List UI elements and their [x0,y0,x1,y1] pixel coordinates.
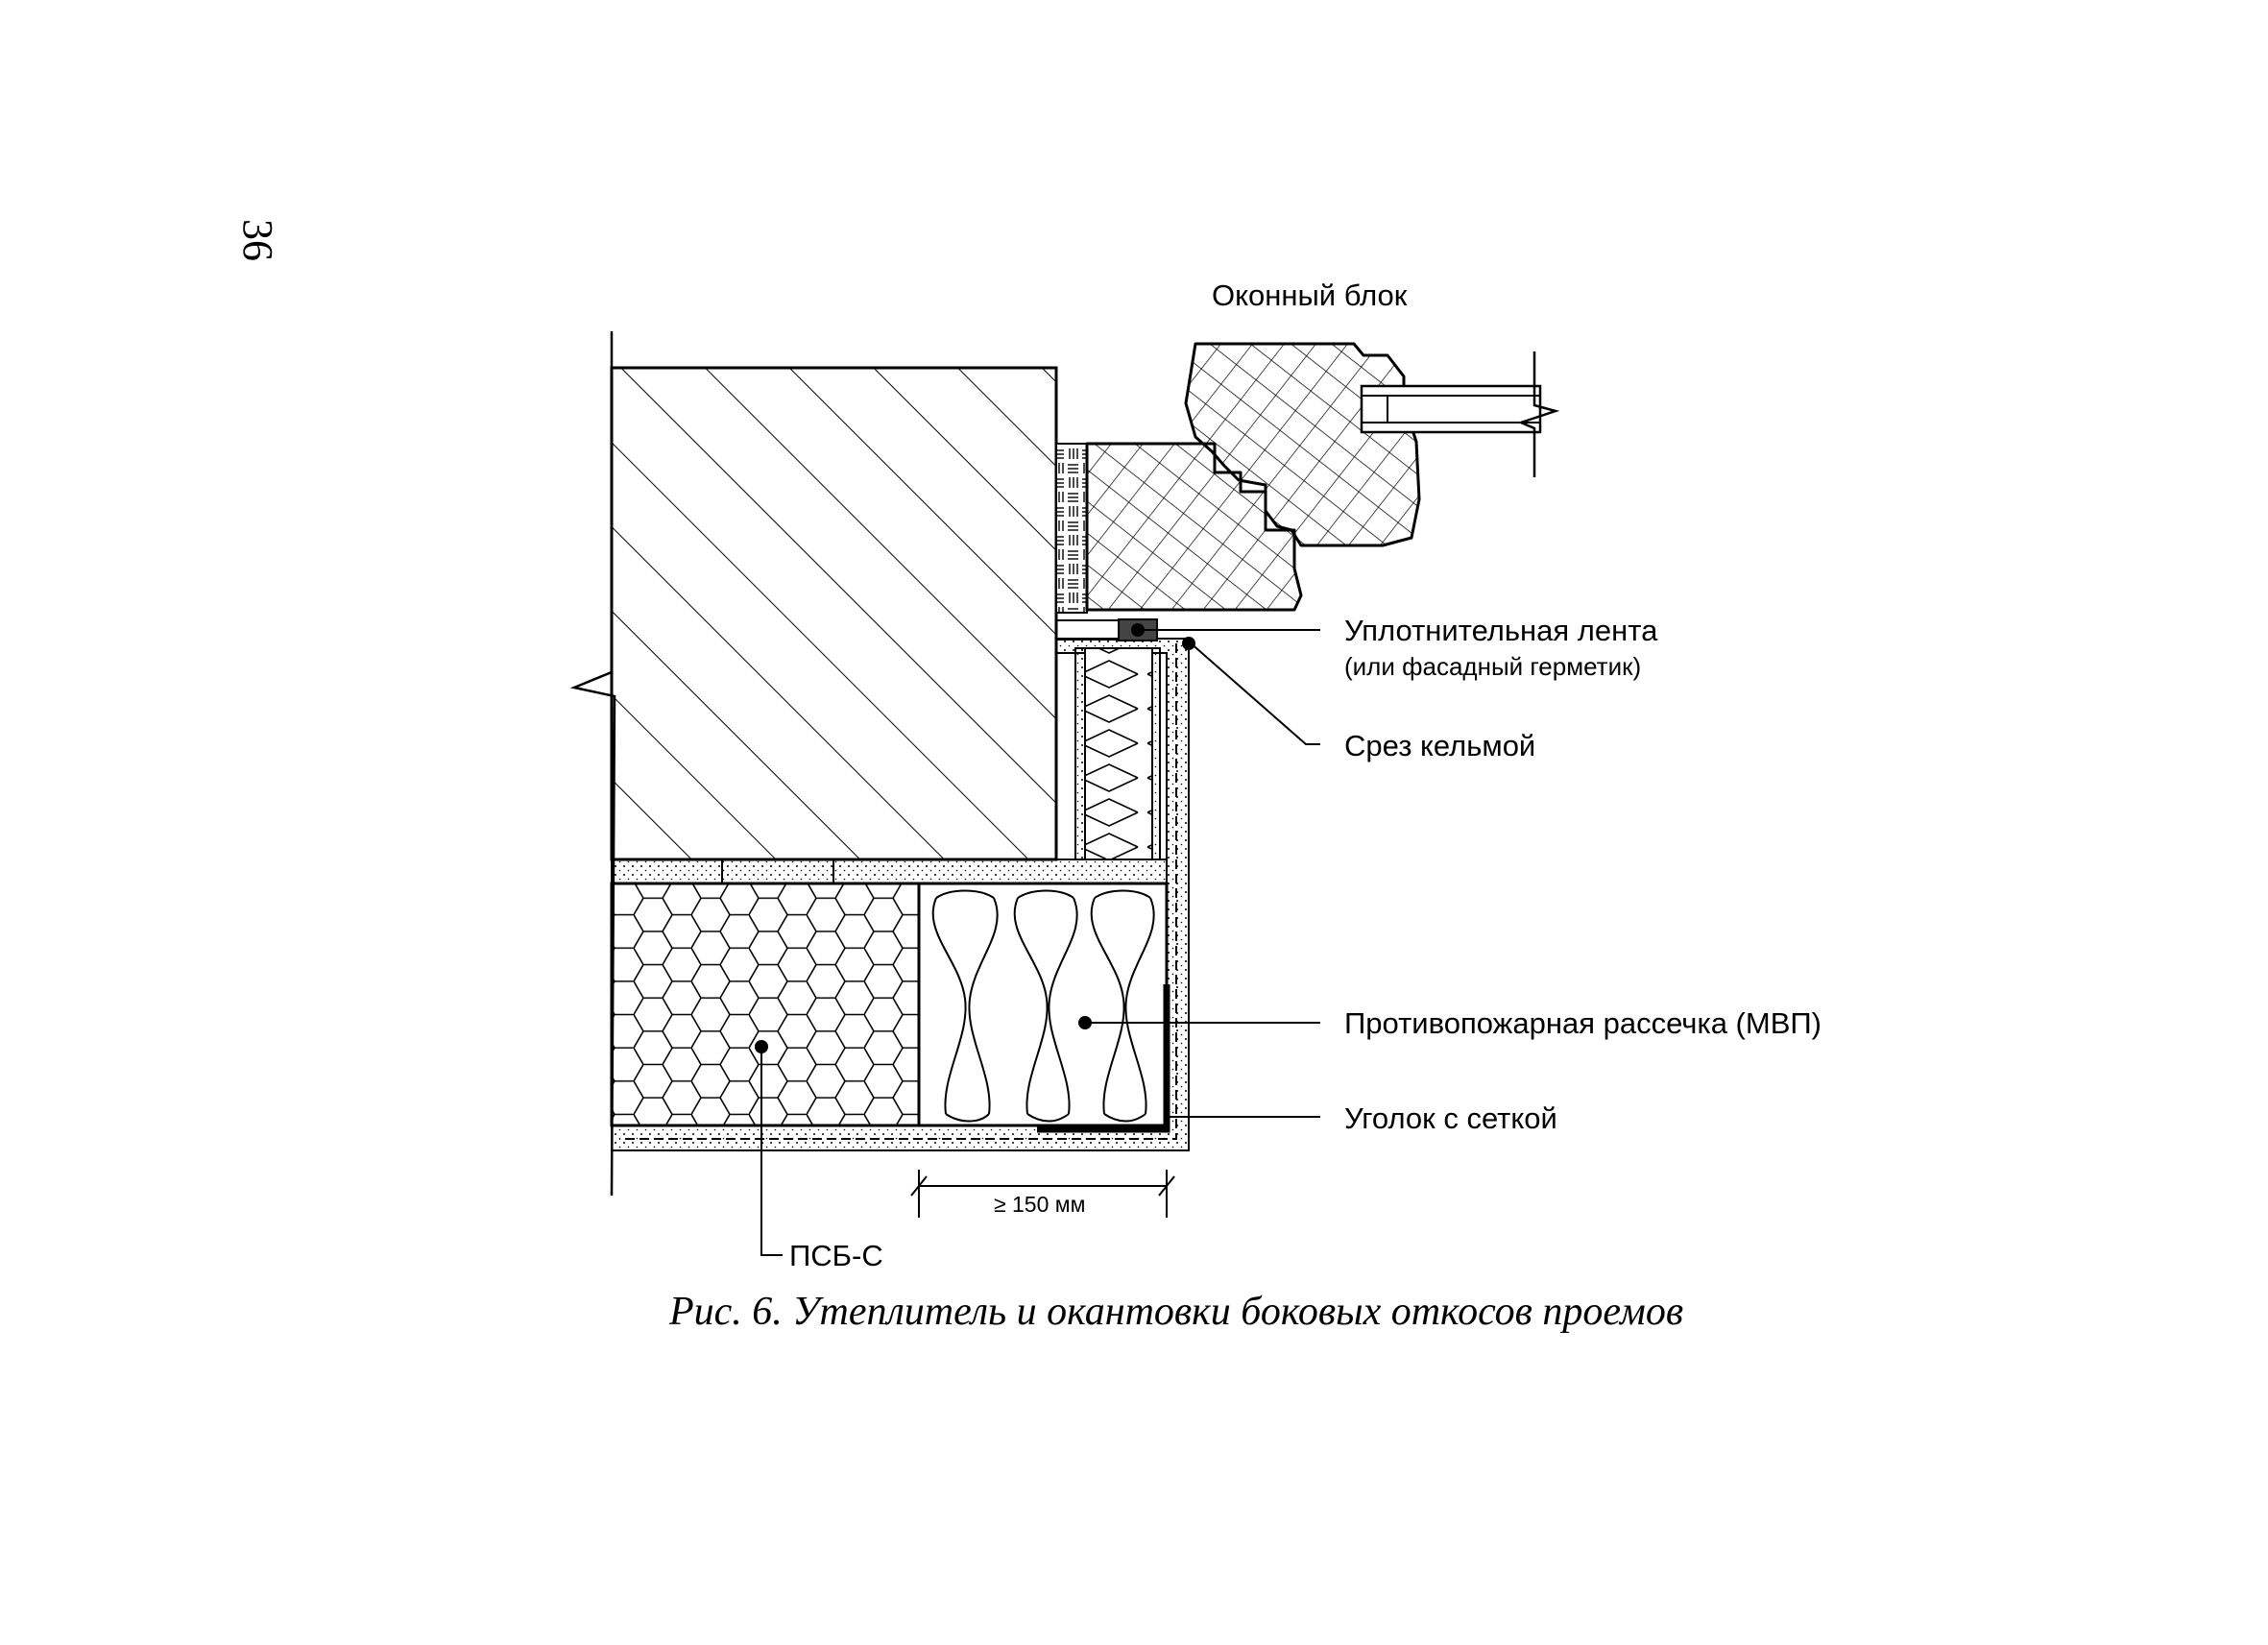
masonry-wall [610,366,1058,861]
label-sealing-tape: Уплотнительная лента [1344,614,1658,647]
glass-break-line [1517,351,1560,477]
adhesive-layer [611,859,1168,884]
dimension-line [910,1170,1175,1218]
figure-caption: Рис. 6. Утеплитель и окантовки боковых о… [668,1290,1684,1334]
label-dimension: ≥ 150 мм [994,1192,1085,1217]
wall-break-line [569,331,616,1197]
psb-s-insulation [610,882,921,1127]
label-sealing-tape-note: (или фасадный герметик) [1344,652,1641,681]
label-trowel-cut: Срез кельмой [1344,729,1535,762]
fire-break-wool-pattern [931,889,1155,1123]
label-window-block: Оконный блок [1212,278,1408,312]
leader-lines [760,629,1320,1256]
mesh-corner-profile [1037,984,1170,1133]
window-frame-profile [1085,442,1303,612]
label-fire-break: Противопожарная рассечка (МВП) [1344,1006,1822,1040]
fire-break-slab [917,882,1169,1127]
reveal-foam-strip [1055,443,1088,614]
leader-dots [755,623,1195,1053]
glazing-unit [1360,384,1542,434]
reinforcing-mesh [619,643,1177,1140]
label-psb-s: ПСБ-С [789,1239,883,1272]
label-mesh-corner: Уголок с сеткой [1344,1101,1557,1135]
